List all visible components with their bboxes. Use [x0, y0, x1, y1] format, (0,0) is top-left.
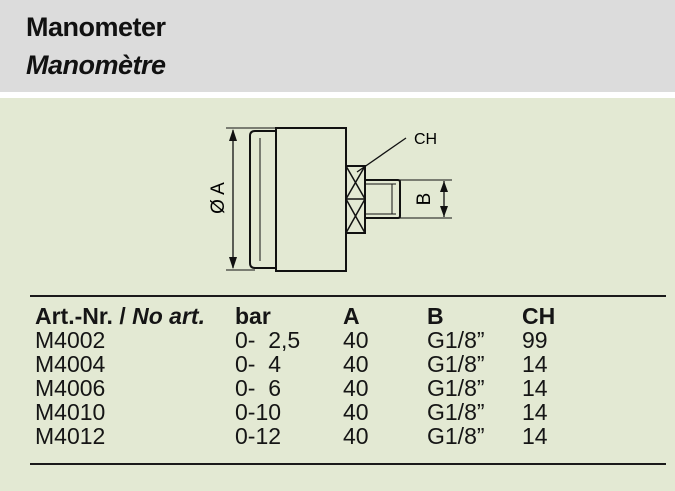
page-title: Manometer — [26, 12, 166, 42]
arrow-down — [229, 257, 237, 269]
a-cell: 40 — [343, 351, 369, 377]
page-subtitle: Manomètre — [26, 50, 166, 80]
thread-connector — [365, 179, 401, 219]
arrow-up — [229, 129, 237, 141]
b-cell: G1/8” — [427, 399, 485, 425]
bar-cell: 0-12 — [235, 423, 282, 449]
table-row: M4010 0-10 40 G1/8” 14 — [30, 400, 666, 424]
ch-leader-line — [356, 137, 407, 173]
ch-cell: 14 — [522, 399, 548, 425]
table-row: M4002 0- 2,5 40 G1/8” 99 — [30, 328, 666, 352]
diameter-label: Ø A — [208, 182, 229, 214]
manometer-case — [275, 127, 347, 272]
ch-cell: 14 — [522, 375, 548, 401]
hex-cross — [345, 198, 366, 234]
table-row: M4006 0- 6 40 G1/8” 14 — [30, 376, 666, 400]
b-label: B — [414, 193, 435, 206]
table-header-row: Art.-Nr. / No art. bar A B CH — [30, 304, 666, 328]
a-cell: 40 — [343, 423, 369, 449]
bar-cell: 0- 4 — [235, 351, 282, 377]
ch-label: CH — [414, 131, 437, 148]
a-cell: 40 — [343, 375, 369, 401]
ch-cell: 14 — [522, 423, 548, 449]
table-row: M4004 0- 4 40 G1/8” 14 — [30, 352, 666, 376]
b-cell: G1/8” — [427, 375, 485, 401]
arrow-up — [440, 181, 448, 192]
art-no-cell: M4006 — [35, 375, 106, 401]
b-cell: G1/8” — [427, 351, 485, 377]
header-a: A — [343, 303, 360, 329]
header-art-no: Art.-Nr. / No art. — [35, 303, 205, 329]
bar-cell: 0- 2,5 — [235, 327, 301, 353]
arrow-down — [440, 206, 448, 217]
ch-cell: 14 — [522, 351, 548, 377]
art-no-cell: M4004 — [35, 351, 106, 377]
a-cell: 40 — [343, 327, 369, 353]
manometer-drawing: Ø A B CH — [208, 127, 452, 272]
manometer-bezel — [249, 130, 277, 269]
b-cell: G1/8” — [427, 423, 485, 449]
ch-cell: 99 — [522, 327, 548, 353]
art-no-cell: M4010 — [35, 399, 106, 425]
table-row: M4012 0-12 40 G1/8” 14 — [30, 424, 666, 448]
bar-cell: 0-10 — [235, 399, 282, 425]
bar-cell: 0- 6 — [235, 375, 282, 401]
art-no-cell: M4012 — [35, 423, 106, 449]
b-cell: G1/8” — [427, 327, 485, 353]
header-b: B — [427, 303, 444, 329]
header-ch: CH — [522, 303, 556, 329]
a-cell: 40 — [343, 399, 369, 425]
art-no-cell: M4002 — [35, 327, 106, 353]
page-header: Manometer Manomètre — [0, 0, 675, 92]
header-bar: bar — [235, 303, 271, 329]
article-table: Art.-Nr. / No art. bar A B CH M4002 0- 2… — [30, 295, 666, 465]
content-panel: Ø A B CH Art.-Nr. / No art. bar A B CH M… — [0, 98, 675, 491]
hex-cross — [345, 165, 366, 200]
